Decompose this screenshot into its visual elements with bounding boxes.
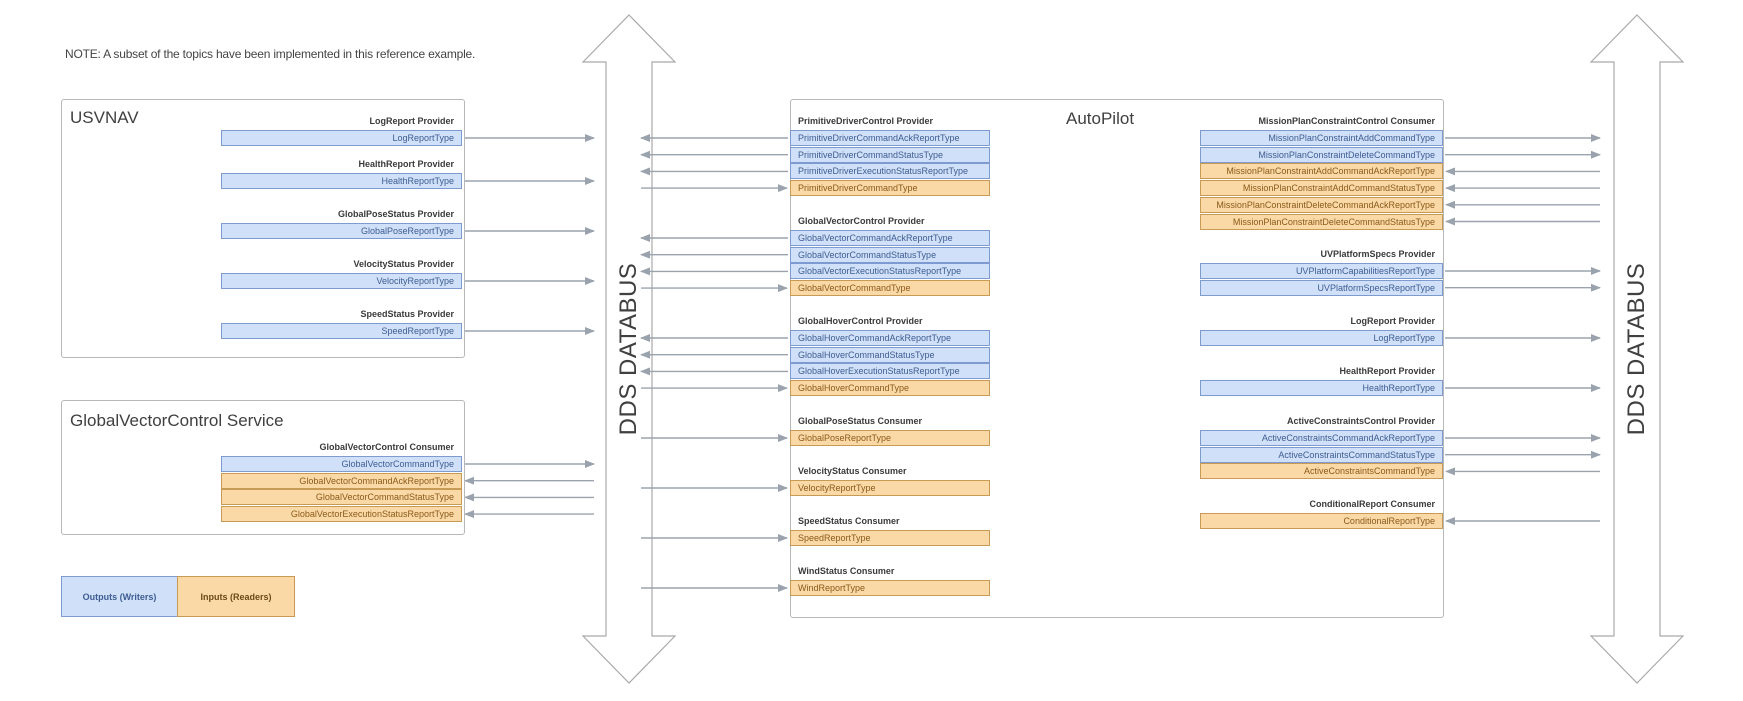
topic-row-out: GlobalPoseReportType (221, 223, 462, 239)
topic-row-out: GlobalVectorCommandAckReportType (790, 230, 990, 246)
topic-row-out: GlobalVectorCommandStatusType (790, 246, 990, 263)
group-title: HealthReport Provider (358, 159, 454, 169)
databus-right-shape (1589, 14, 1685, 684)
group-title: GlobalVectorControl Provider (798, 216, 925, 226)
gvc-service-title: GlobalVectorControl Service (70, 411, 284, 430)
topic-row-out: PrimitiveDriverCommandStatusType (790, 146, 990, 163)
topic-row-in: MissionPlanConstraintDeleteCommandAckRep… (1200, 196, 1443, 213)
topic-row-in: GlobalHoverCommandType (790, 380, 990, 397)
topic-row-out: MissionPlanConstraintAddCommandType (1200, 130, 1443, 146)
group-title: GlobalVectorControl Consumer (319, 442, 454, 452)
topic-row-out: MissionPlanConstraintDeleteCommandType (1200, 146, 1443, 163)
group-title: VelocityStatus Provider (353, 259, 454, 269)
topic-row-out: GlobalHoverCommandStatusType (790, 346, 990, 363)
group-title: WindStatus Consumer (798, 566, 895, 576)
topic-row-out: GlobalVectorCommandType (221, 456, 462, 472)
topic-row-out: HealthReportType (221, 173, 462, 189)
topic-row-out: VelocityReportType (221, 273, 462, 289)
topic-row-out: GlobalHoverExecutionStatusReportType (790, 363, 990, 380)
group-title: LogReport Provider (369, 116, 454, 126)
topic-row-out: SpeedReportType (221, 323, 462, 339)
topic-row-out: PrimitiveDriverExecutionStatusReportType (790, 163, 990, 180)
group-title: LogReport Provider (1350, 316, 1435, 326)
group-title: ActiveConstraintsControl Provider (1286, 416, 1435, 426)
group-title: HealthReport Provider (1339, 366, 1435, 376)
group-title: VelocityStatus Consumer (798, 466, 907, 476)
topic-row-out: HealthReportType (1200, 380, 1443, 396)
group-title: GlobalPoseStatus Provider (337, 209, 454, 219)
group-title: UVPlatformSpecs Provider (1320, 249, 1435, 259)
databus-left-shape (581, 14, 677, 684)
legend-outputs: Outputs (Writers) (61, 576, 178, 617)
topic-row-in: ConditionalReportType (1200, 513, 1443, 529)
usvnav-title: USVNAV (70, 108, 139, 127)
group-title: PrimitiveDriverControl Provider (798, 116, 934, 126)
topic-row-in: MissionPlanConstraintAddCommandAckReport… (1200, 163, 1443, 180)
topic-row-out: UVPlatformSpecsReportType (1200, 279, 1443, 296)
topic-row-in: GlobalVectorCommandStatusType (221, 489, 462, 506)
topic-row-out: LogReportType (1200, 330, 1443, 346)
topic-row-in: MissionPlanConstraintAddCommandStatusTyp… (1200, 180, 1443, 197)
topic-row-out: ActiveConstraintsCommandAckReportType (1200, 430, 1443, 446)
group-title: GlobalHoverControl Provider (798, 316, 923, 326)
topic-row-out: LogReportType (221, 130, 462, 146)
databus-left-label: DDS DATABUS (615, 262, 642, 436)
group-title: ConditionalReport Consumer (1309, 499, 1436, 509)
topic-row-in: PrimitiveDriverCommandType (790, 180, 990, 197)
topic-row-in: WindReportType (790, 580, 990, 596)
connection-arrows (464, 134, 1601, 592)
topic-row-in: GlobalVectorCommandType (790, 280, 990, 297)
topic-row-out: PrimitiveDriverCommandAckReportType (790, 130, 990, 146)
topic-row-out: UVPlatformCapabilitiesReportType (1200, 263, 1443, 279)
databus-right-label: DDS DATABUS (1623, 262, 1650, 436)
group-title: MissionPlanConstraintControl Consumer (1258, 116, 1435, 126)
note-text: NOTE: A subset of the topics have been i… (65, 47, 476, 61)
group-title: SpeedStatus Consumer (798, 516, 900, 526)
topic-row-in: GlobalVectorCommandAckReportType (221, 472, 462, 489)
topic-row-in: SpeedReportType (790, 530, 990, 546)
topic-row-out: GlobalVectorExecutionStatusReportType (790, 263, 990, 280)
autopilot-title: AutoPilot (1066, 109, 1135, 128)
group-title: GlobalPoseStatus Consumer (798, 416, 923, 426)
group-title: SpeedStatus Provider (360, 309, 454, 319)
topic-row-out: GlobalHoverCommandAckReportType (790, 330, 990, 346)
topic-row-in: GlobalPoseReportType (790, 430, 990, 446)
topic-row-in: VelocityReportType (790, 480, 990, 496)
topic-row-in: MissionPlanConstraintDeleteCommandStatus… (1200, 213, 1443, 230)
topic-row-in: GlobalVectorExecutionStatusReportType (221, 506, 462, 523)
legend-inputs: Inputs (Readers) (177, 576, 295, 617)
topic-row-out: ActiveConstraintsCommandStatusType (1200, 446, 1443, 463)
topic-row-in: ActiveConstraintsCommandType (1200, 463, 1443, 480)
